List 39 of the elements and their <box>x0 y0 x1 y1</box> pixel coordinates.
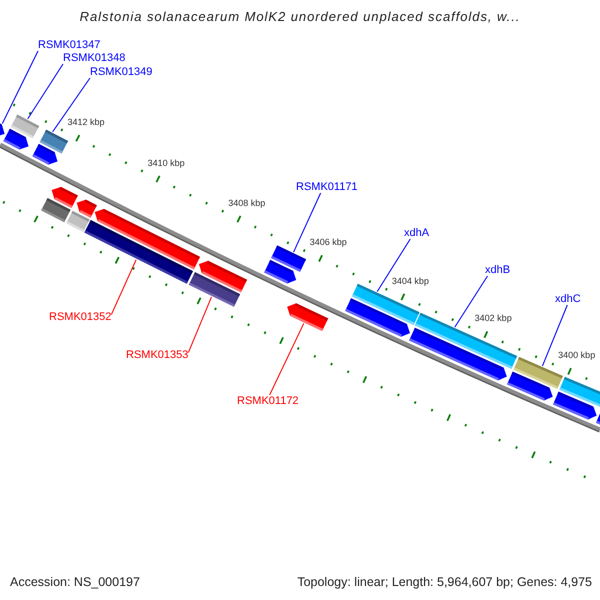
gene-label: RSMK01172 <box>237 395 299 407</box>
leader-line <box>2 50 38 124</box>
gene-label: RSMK01347 <box>38 39 100 51</box>
leader-line <box>293 192 322 253</box>
scale-label: 3404 kbp <box>392 276 429 286</box>
gene-bar <box>40 130 68 154</box>
gene-bar <box>271 245 306 272</box>
leader-line <box>27 64 64 120</box>
scale-label: 3400 kbp <box>558 350 596 360</box>
gene-label: xdhC <box>555 293 581 305</box>
gene-bar <box>188 272 240 307</box>
gene-label: xdhB <box>485 264 510 276</box>
leader-line <box>110 259 137 316</box>
scale-label: 3408 kbp <box>228 198 266 208</box>
map-title: Ralstonia solanacearum MolK2 unordered unplaced scaffolds, w... <box>80 9 520 25</box>
leader-line <box>188 296 212 354</box>
gene-bar <box>287 303 328 332</box>
gene-bar <box>414 312 518 369</box>
accession-text: Accession: NS_000197 <box>10 575 140 589</box>
gene-bar <box>10 114 40 138</box>
gene-label: RSMK01348 <box>63 52 126 64</box>
scale-label: 3402 kbp <box>474 313 512 324</box>
leader-line <box>542 304 568 367</box>
gene-label: RSMK01171 <box>296 181 358 193</box>
leader-line <box>269 322 304 396</box>
gene-label: RSMK01349 <box>90 66 152 78</box>
scale-label: 3410 kbp <box>148 158 185 168</box>
gene-bar <box>513 356 563 389</box>
gene-bar <box>0 124 5 136</box>
leader-line <box>454 276 488 328</box>
gene-bar <box>84 220 193 284</box>
gene-label: RSMK01352 <box>49 311 112 323</box>
gene-label: RSMK01353 <box>126 349 188 361</box>
scale-label: 3406 kbp <box>310 237 347 248</box>
leader-line <box>376 238 411 292</box>
leader-line <box>52 78 90 132</box>
genome-summary-text: Topology: linear; Length: 5,964,607 bp; Genes: 4,975 <box>297 575 592 589</box>
scale-label: 3412 kbp <box>67 117 105 128</box>
gene-label: xdhA <box>404 227 430 239</box>
